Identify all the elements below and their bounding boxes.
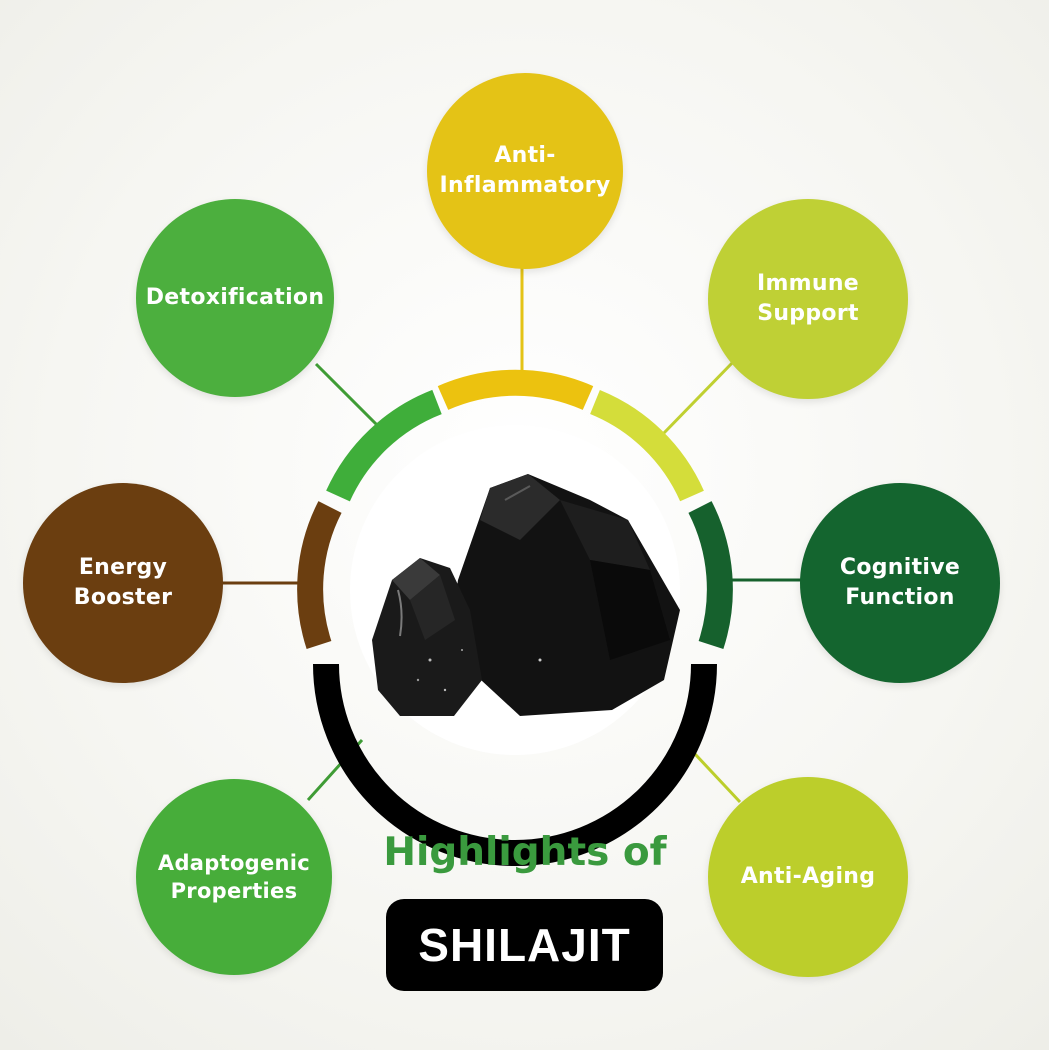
brand-text: SHILAJIT: [418, 919, 631, 971]
brand-badge: SHILAJIT: [386, 899, 663, 991]
node-label: Immune Support: [756, 271, 860, 326]
shilajit-rock-image: [372, 474, 680, 716]
connector-immune: [660, 358, 737, 437]
node-immune-support: Immune Support: [708, 199, 908, 399]
node-label: Cognitive Function: [839, 555, 961, 610]
node-label: Adaptogenic Properties: [157, 850, 311, 903]
headline: Highlights of: [383, 830, 667, 875]
ring-arc-cognitive: [688, 501, 733, 650]
node-anti-aging: Anti-Aging: [708, 777, 908, 977]
ring-arc-anti-inflammatory: [437, 369, 594, 410]
node-label: Detoxification: [145, 285, 325, 311]
ring-arc-shilajit: [313, 663, 717, 866]
node-detoxification: Detoxification: [136, 199, 334, 397]
node-label: Anti-Aging: [740, 864, 876, 890]
node-adaptogenic-properties: Adaptogenic Properties: [136, 779, 332, 975]
ring-arc-detoxification: [326, 389, 442, 502]
node-label: Energy Booster: [73, 555, 173, 610]
node-energy-booster: Energy Booster: [23, 483, 223, 683]
connector-detoxification: [314, 362, 384, 432]
ring-arc-energy: [297, 501, 342, 650]
node-label: Anti- Inflammatory: [439, 143, 611, 198]
node-cognitive-function: Cognitive Function: [800, 483, 1000, 683]
node-anti-inflammatory: Anti- Inflammatory: [427, 73, 623, 269]
ring-arc-immune: [589, 389, 704, 502]
